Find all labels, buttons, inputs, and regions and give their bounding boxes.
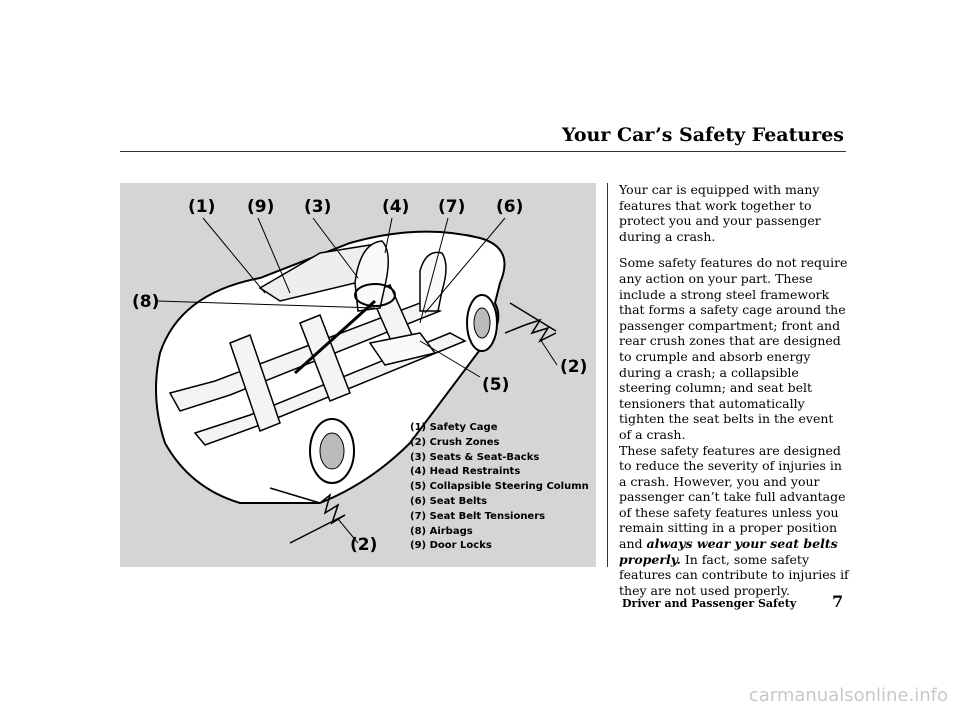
title-rule [120, 151, 846, 152]
intro-paragraph: Your car is equipped with many features … [619, 182, 821, 244]
page-number: 7 [832, 592, 844, 611]
column-divider [607, 183, 608, 567]
legend-item: (8) Airbags [410, 525, 473, 537]
leader-lines [157, 217, 558, 544]
warning-paragraph: These safety features are designed to re… [619, 443, 849, 599]
callout-1: (1) [188, 197, 216, 217]
steering-wheel [354, 283, 396, 307]
callout-3: (3) [304, 197, 332, 217]
car-cutaway-illustration [155, 217, 558, 544]
body-text: Your car is equipped with many features … [619, 182, 849, 598]
legend-item: (3) Seats & Seat-Backs [410, 451, 540, 463]
callout-6: (6) [496, 197, 524, 217]
watermark: carmanualsonline.info [748, 685, 948, 706]
callout-8: (8) [132, 292, 160, 312]
warning-tail: In fact, some safety features can contri… [619, 551, 849, 598]
steering-column [293, 299, 377, 375]
warning-lead: These safety features are designed to re… [619, 442, 846, 552]
callout-9: (9) [247, 197, 275, 217]
legend-item: (7) Seat Belt Tensioners [410, 510, 546, 522]
legend-item: (1) Safety Cage [410, 422, 498, 433]
page-title: Your Car’s Safety Features [561, 124, 844, 146]
legend-item: (5) Collapsible Steering Column [410, 481, 589, 493]
figure-legend: (1) Safety Cage (2) Crush Zones (3) Seat… [410, 421, 589, 554]
callout-2-front: (2) [350, 535, 378, 555]
safety-features-figure: (1) (9) (3) (4) (7) (6) (8) (2) (5) (2) … [120, 183, 596, 567]
callout-2-rear: (2) [560, 357, 588, 377]
callout-7: (7) [438, 197, 466, 217]
callout-5: (5) [482, 375, 510, 395]
legend-item: (4) Head Restraints [410, 466, 521, 478]
seat-belt-emphasis: always wear your seat belts properly. [619, 536, 838, 567]
legend-item: (6) Seat Belts [410, 495, 488, 507]
passive-features-paragraph: Some safety features do not require any … [619, 255, 848, 442]
crush-zone-markers [269, 302, 557, 544]
callout-4: (4) [382, 197, 410, 217]
legend-item: (2) Crush Zones [410, 436, 500, 448]
footer-section-title: Driver and Passenger Safety [622, 597, 797, 610]
legend-item: (9) Door Locks [410, 540, 492, 552]
